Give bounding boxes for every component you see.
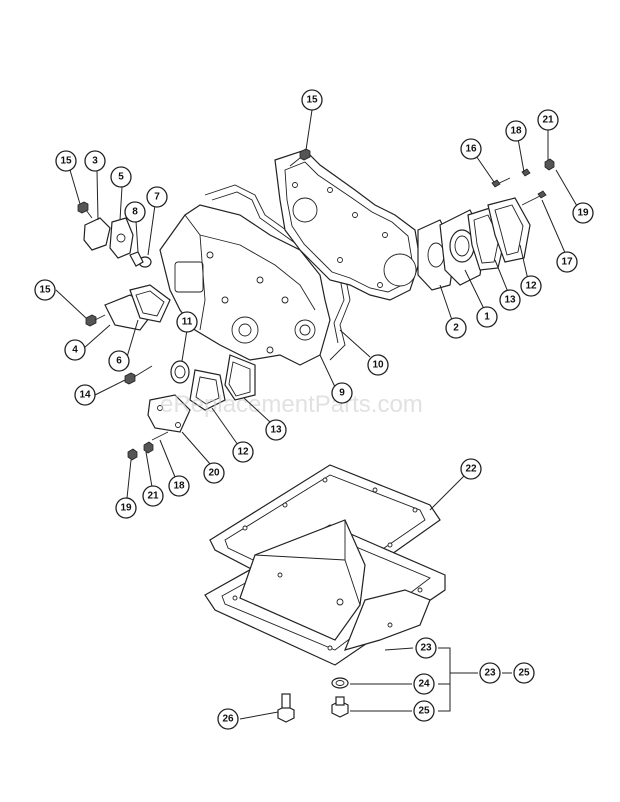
callout-8: 8 xyxy=(124,201,146,223)
svg-text:4: 4 xyxy=(72,345,78,356)
callout-17: 17 xyxy=(556,251,578,273)
callout-23-pan: 23 xyxy=(415,637,437,659)
callout-21-left: 21 xyxy=(142,485,164,507)
callout-18-left: 18 xyxy=(168,475,190,497)
svg-text:18: 18 xyxy=(510,126,522,137)
callout-4: 4 xyxy=(64,339,86,361)
callout-5: 5 xyxy=(110,166,132,188)
svg-text:15: 15 xyxy=(306,95,318,106)
seal-ring xyxy=(170,360,190,384)
callout-21-right: 21 xyxy=(537,109,559,131)
callout-23-assembly: 23 xyxy=(479,662,501,684)
callout-3: 3 xyxy=(84,150,106,172)
svg-text:10: 10 xyxy=(372,360,384,371)
callout-2: 2 xyxy=(445,317,467,339)
svg-text:21: 21 xyxy=(542,115,554,126)
callout-22: 22 xyxy=(460,458,482,480)
callout-19-right: 19 xyxy=(572,202,594,224)
front-cover-plate xyxy=(274,149,421,301)
svg-text:17: 17 xyxy=(561,257,573,268)
svg-text:12: 12 xyxy=(525,281,537,292)
svg-text:20: 20 xyxy=(208,468,220,479)
callout-18-right: 18 xyxy=(505,120,527,142)
left-cover-plates xyxy=(83,217,152,268)
callout-26: 26 xyxy=(217,708,239,730)
svg-text:25: 25 xyxy=(518,668,530,679)
svg-text:14: 14 xyxy=(79,390,91,401)
svg-text:23: 23 xyxy=(484,668,496,679)
svg-text:26: 26 xyxy=(222,714,234,725)
callout-16: 16 xyxy=(460,138,482,160)
callout-7: 7 xyxy=(146,186,168,208)
thermostat-housing-group xyxy=(147,354,256,433)
svg-text:8: 8 xyxy=(132,207,138,218)
callout-25-assembly: 25 xyxy=(513,662,535,684)
svg-text:5: 5 xyxy=(118,172,124,183)
callout-25-plug: 25 xyxy=(413,700,435,722)
svg-text:6: 6 xyxy=(116,356,122,367)
callout-1: 1 xyxy=(476,306,498,328)
svg-text:16: 16 xyxy=(465,144,477,155)
drain-plugs xyxy=(277,677,349,723)
callout-11: 11 xyxy=(176,311,198,333)
callout-12-right: 12 xyxy=(520,275,542,297)
water-outlet-group xyxy=(417,197,531,291)
svg-text:1: 1 xyxy=(484,312,490,323)
svg-text:7: 7 xyxy=(154,192,160,203)
callout-13-right: 13 xyxy=(499,289,521,311)
svg-text:3: 3 xyxy=(92,156,98,167)
callout-20: 20 xyxy=(203,462,225,484)
gear-case xyxy=(159,204,331,366)
svg-text:9: 9 xyxy=(339,388,345,399)
svg-text:24: 24 xyxy=(418,679,430,690)
svg-text:19: 19 xyxy=(577,208,589,219)
callout-13-left: 13 xyxy=(265,419,287,441)
callout-14: 14 xyxy=(74,384,96,406)
svg-text:22: 22 xyxy=(465,464,477,475)
callout-15-upper-left: 15 xyxy=(55,150,77,172)
watermark: eReplacementParts.com xyxy=(160,391,423,418)
callout-24: 24 xyxy=(413,673,435,695)
svg-text:21: 21 xyxy=(147,491,159,502)
svg-text:13: 13 xyxy=(504,295,516,306)
callout-6: 6 xyxy=(108,350,130,372)
svg-text:15: 15 xyxy=(39,285,51,296)
callout-19-left: 19 xyxy=(115,497,137,519)
callout-12-left: 12 xyxy=(232,441,254,463)
callout-15-top: 15 xyxy=(301,89,323,111)
callout-15-left: 15 xyxy=(34,279,56,301)
svg-text:15: 15 xyxy=(60,156,72,167)
svg-text:23: 23 xyxy=(420,643,432,654)
side-cover-plates xyxy=(104,284,171,331)
svg-text:11: 11 xyxy=(182,317,193,328)
svg-text:13: 13 xyxy=(270,425,282,436)
svg-text:18: 18 xyxy=(173,481,185,492)
svg-text:2: 2 xyxy=(453,323,459,334)
oil-pan xyxy=(204,519,446,666)
callout-9: 9 xyxy=(331,382,353,404)
callout-10: 10 xyxy=(367,354,389,376)
svg-text:25: 25 xyxy=(418,706,430,717)
svg-text:12: 12 xyxy=(237,447,249,458)
svg-text:19: 19 xyxy=(120,503,132,514)
bolts-and-studs xyxy=(77,148,555,461)
